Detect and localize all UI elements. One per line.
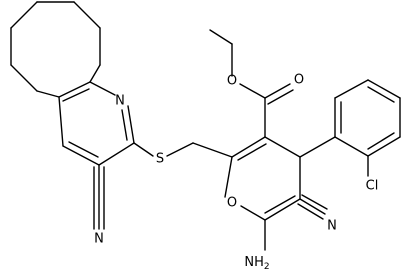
bond-py-1	[58, 81, 91, 98]
bond-ester-o	[239, 83, 266, 99]
bond-ph-3	[367, 79, 401, 99]
bond-py-5-inner	[68, 141, 99, 158]
bond-pyran-1-inner	[237, 143, 267, 161]
bond-pyran-5	[240, 205, 266, 221]
bond-ph-2	[334, 79, 369, 99]
bond-cn-right-1	[299, 198, 326, 215]
bond-pyran-1	[231, 136, 266, 158]
bond-ph-5	[367, 136, 401, 157]
bond-pyran-6	[224, 156, 233, 198]
bond-ester-co-1	[264, 83, 291, 99]
nitrile-nitrogen-left-label: N	[94, 232, 104, 247]
bond-py-2	[89, 81, 116, 96]
bond-ph-6	[334, 136, 369, 157]
amino-subscript-text: 2	[264, 262, 270, 272]
bond-ester-co-2	[267, 89, 294, 105]
bond-ring8-2	[73, 1, 101, 29]
bond-pyran-4	[264, 198, 301, 221]
nitrile-nitrogen-right-label: N	[327, 219, 337, 234]
bond-ph-5-inner	[367, 132, 395, 150]
bond-c-s	[133, 142, 154, 157]
bond-pyran-4-inner	[264, 195, 296, 214]
bond-py-3-inner	[121, 109, 128, 141]
bond-ring8-8	[36, 90, 60, 98]
bonds	[10, 1, 401, 251]
amino-nh-text: NH	[244, 255, 264, 270]
bond-py-6	[58, 96, 64, 147]
chlorine-label: Cl	[366, 179, 379, 194]
ester-carbonyl-oxygen-label: O	[294, 73, 304, 88]
bond-cn-right-3	[297, 203, 324, 220]
bond-ring8-7	[10, 64, 38, 92]
bond-ph-3-inner	[367, 86, 395, 103]
bond-c4-aryl	[299, 136, 336, 158]
pyran-oxygen-label: O	[227, 196, 237, 211]
amino-group-label: NH2	[244, 255, 269, 272]
bond-py-4	[98, 142, 135, 166]
bond-ring8-5	[10, 1, 38, 29]
bond-ch2-ch3	[209, 29, 233, 45]
bond-cn-right-2	[301, 194, 328, 210]
bond-ring8-4	[89, 64, 101, 83]
bond-py-5	[62, 145, 100, 166]
bond-py-3	[127, 105, 135, 144]
sulfur-label: S	[156, 152, 164, 167]
bond-s-ch2	[166, 142, 194, 157]
pyridine-nitrogen-label: N	[115, 94, 125, 109]
atom-labels: N S N O O O NH2 N Cl	[94, 73, 378, 272]
bond-pyran-2	[264, 136, 301, 158]
bond-py-1-inner	[62, 88, 90, 102]
bond-ch2-c6	[192, 142, 233, 158]
ester-ether-oxygen-label: O	[227, 74, 237, 89]
